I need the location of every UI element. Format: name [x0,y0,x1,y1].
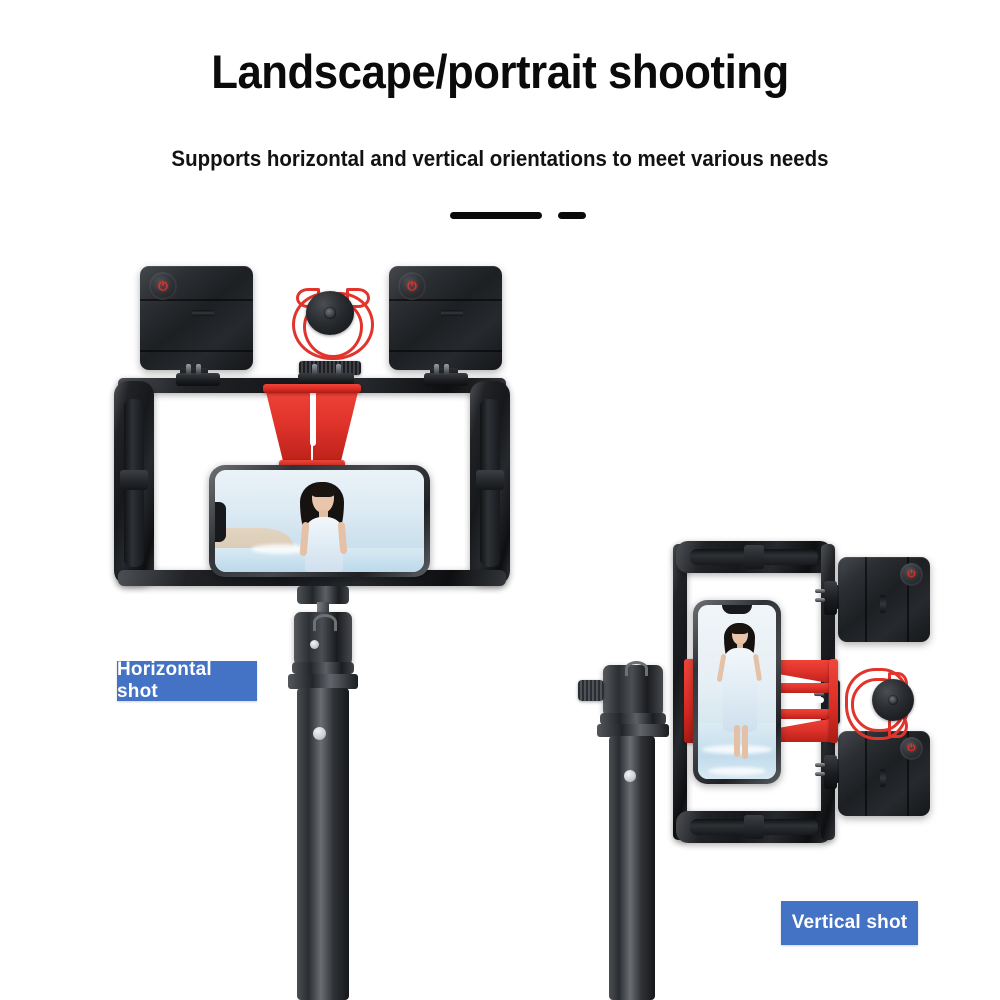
cold-shoe-screw-left [196,364,201,375]
cold-shoe-mount-vertical-bottom[interactable] [824,755,837,789]
cold-shoe-mount-vertical-top[interactable] [824,581,837,615]
microphone-port [887,694,899,706]
divider-dash-short [558,212,586,219]
led-seam [865,557,867,642]
tripod-head-loop [313,614,337,631]
page-title: Landscape/portrait shooting [211,45,789,98]
power-icon: ⏻ [158,279,168,293]
handle-clamp-bottom[interactable] [744,815,764,839]
tripod-head-loop-vertical [625,661,648,676]
clamp-top-crossbar [263,384,361,393]
cold-shoe-screw-vertical-top [815,598,825,602]
phone-notch [215,502,226,542]
cold-shoe-screw-vertical-center [814,692,824,696]
power-icon: ⏻ [907,568,916,580]
power-icon: ⏻ [407,279,417,293]
model-dress [723,648,757,732]
clamp-v-left-inner [297,388,311,464]
led-seam [865,731,867,816]
led-vent-slot [192,310,214,316]
led-power-dial-vertical-top[interactable]: ⏻ [900,563,923,586]
clamp-v-bottom-inner [770,709,834,719]
clamp-v-slot [310,390,316,446]
clamp-v-top-inner [770,683,834,693]
model-hair-front [730,623,749,634]
cold-shoe-screw-vertical-top [815,589,825,593]
tripod-head-collar-vertical [600,713,666,725]
cold-shoe-mount-center[interactable] [298,373,354,387]
model-neck [319,510,328,519]
model-arm-right [337,521,348,555]
divider [450,210,586,222]
clamp-v-right-inner [313,388,327,464]
screen-photo-beach-landscape [215,470,424,572]
led-power-dial-right[interactable]: ⏻ [398,272,426,300]
clamp-v-left-wing [265,388,301,464]
microphone-port [323,307,337,319]
tripod-lock-ring-vertical[interactable] [597,724,669,737]
led-vent-slot [441,310,463,316]
badge-horizontal-shot: Horizontal shot [117,659,257,702]
led-vent-slot [880,769,886,787]
badge-vertical-label: Vertical shot [791,912,908,933]
led-seam [389,350,502,352]
tripod-head-collar [292,662,354,674]
tripod-head-port [310,640,319,649]
tripod-extension-pole [297,688,349,1000]
cold-shoe-screw-vertical-bottom [815,772,825,776]
handle-clamp-right[interactable] [476,470,504,490]
tripod-adjust-knob[interactable] [578,680,604,701]
led-light-panel-left: ⏻ [140,266,253,370]
led-seam [140,299,253,301]
clamp-v-slot [778,697,824,703]
cold-shoe-mount-left[interactable] [176,373,220,386]
page-subtitle: Supports horizontal and vertical orienta… [171,146,829,171]
cold-shoe-screw-right [434,364,439,375]
photo-foam [251,544,309,554]
led-seam [907,557,909,642]
cold-shoe-screw-center [312,364,317,375]
divider-dash-long [450,212,542,219]
led-light-panel-vertical-bottom: ⏻ [838,731,930,816]
model-hair-front [310,482,336,497]
led-seam [140,350,253,352]
model-leg-left [734,725,740,757]
cold-shoe-screw-vertical-bottom [815,763,825,767]
cold-shoe-mount-right[interactable] [424,373,468,386]
handle-clamp-top[interactable] [744,545,764,569]
led-light-panel-right: ⏻ [389,266,502,370]
microphone-capsule [872,679,914,721]
model-neck [737,643,743,650]
tripod-top-plate [297,586,349,604]
led-power-dial-left[interactable]: ⏻ [149,272,177,300]
cold-shoe-screw-right [444,364,449,375]
led-power-dial-vertical-bottom[interactable]: ⏻ [900,737,923,760]
cold-shoe-screw-left [186,364,191,375]
handle-clamp-left[interactable] [120,470,148,490]
photo-foam [708,767,766,775]
clamp-v-right-wing [323,388,359,464]
clamp-right-crossbar [829,659,838,743]
phone-notch [722,605,752,614]
tripod-pole-button[interactable] [313,727,326,740]
led-vent-slot [880,595,886,613]
cold-shoe-screw-center [336,364,341,375]
badge-horizontal-label: Horizontal shot [117,659,212,702]
model-dress [305,517,343,572]
led-seam [389,299,502,301]
badge-vertical-shot: Vertical shot [781,901,918,945]
led-seam [907,731,909,816]
phone-screen [698,605,776,779]
led-light-panel-vertical-top: ⏻ [838,557,930,642]
cage-left-bar [673,544,687,840]
power-icon: ⏻ [907,742,916,754]
microphone-capsule [306,291,354,335]
screen-photo-beach-portrait [698,605,776,779]
phone-screen [215,470,424,572]
tripod-pole-button-vertical[interactable] [624,770,636,782]
tripod-lock-ring[interactable] [288,674,358,689]
model-leg-right [742,725,748,759]
